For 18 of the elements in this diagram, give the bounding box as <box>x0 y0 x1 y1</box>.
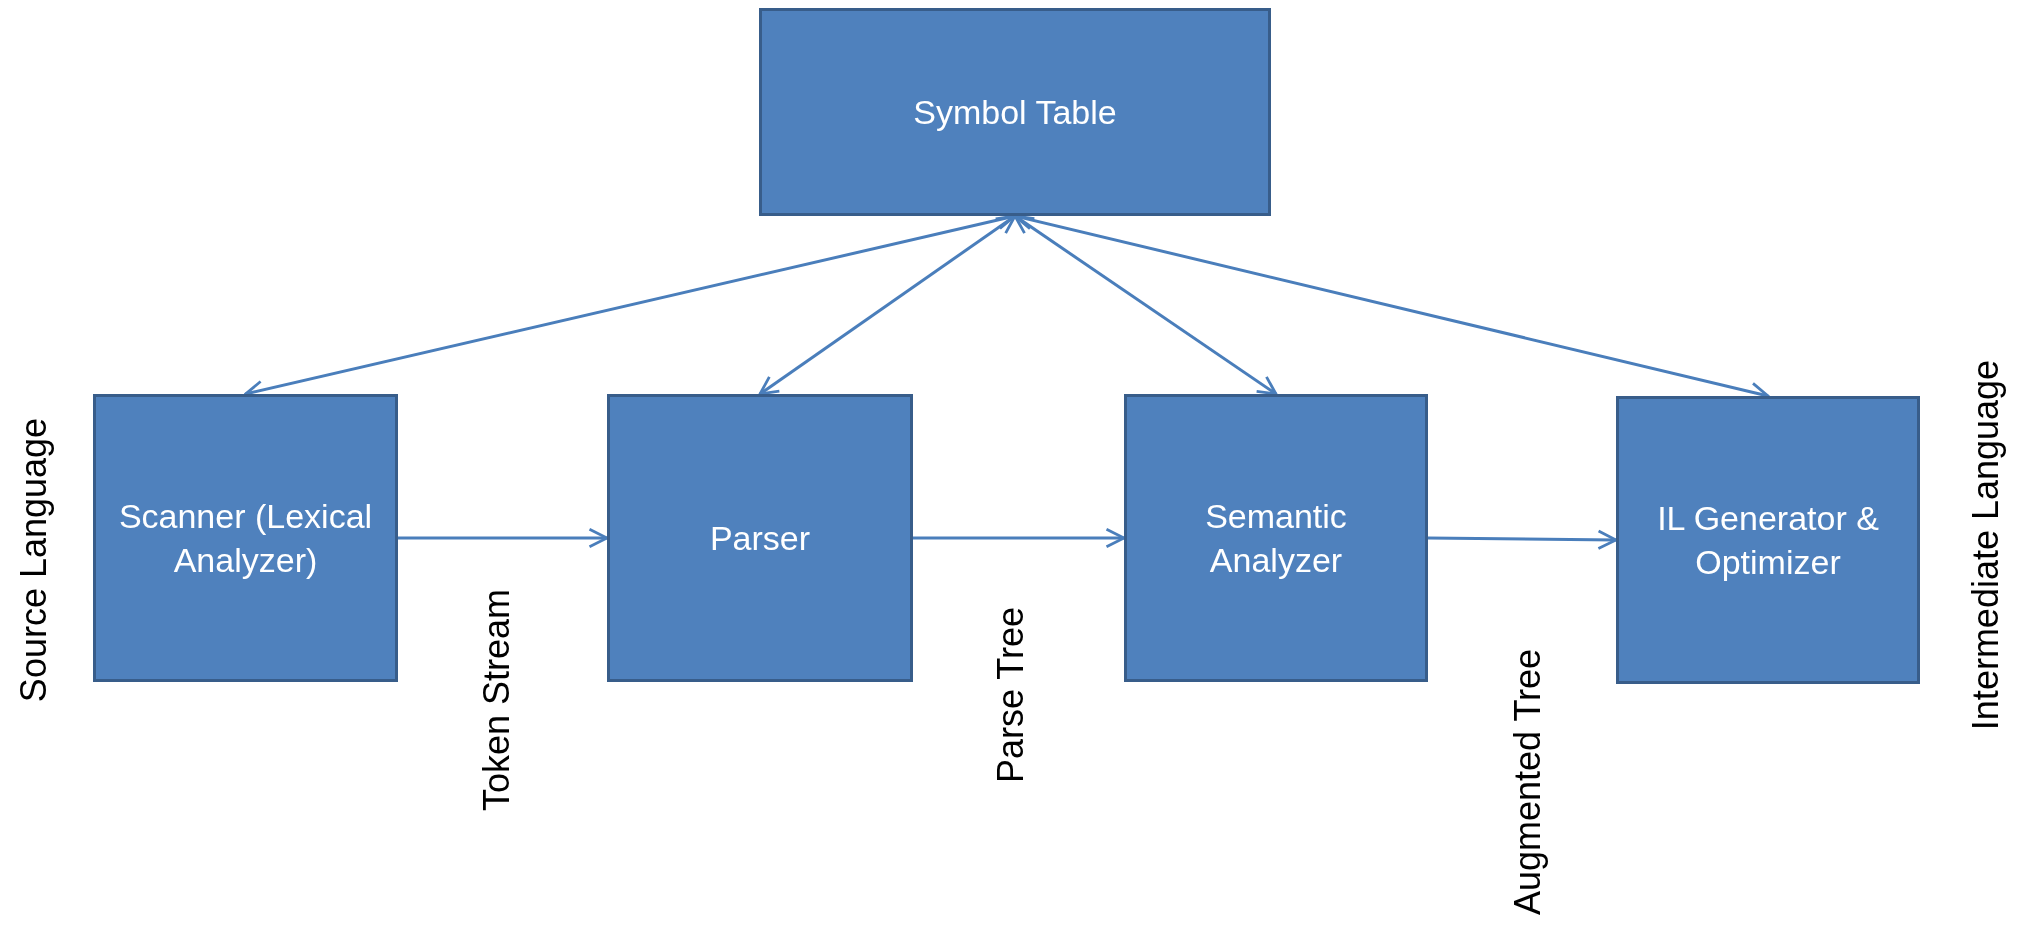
side-label: Source Language <box>16 417 52 703</box>
process-box <box>93 394 398 682</box>
box-label: Parser <box>709 517 811 559</box>
edge-label: Augmented Tree <box>1510 648 1546 916</box>
process-box <box>1616 396 1920 684</box>
arrow <box>913 527 1126 549</box>
process-box <box>759 8 1271 216</box>
side-label: Intermediate Language <box>1968 359 2004 731</box>
box-label: Semantic Analyzer <box>1204 495 1348 581</box>
process-box <box>1124 394 1428 682</box>
box-label: IL Generator & Optimizer <box>1656 497 1880 583</box>
arrow <box>758 214 1017 396</box>
arrow <box>398 527 609 549</box>
arrow <box>1013 214 1278 396</box>
arrow <box>1428 529 1618 550</box>
box-label: Symbol Table <box>913 91 1117 133</box>
box-label: Scanner (Lexical Analyzer) <box>117 495 374 581</box>
process-box <box>607 394 913 682</box>
